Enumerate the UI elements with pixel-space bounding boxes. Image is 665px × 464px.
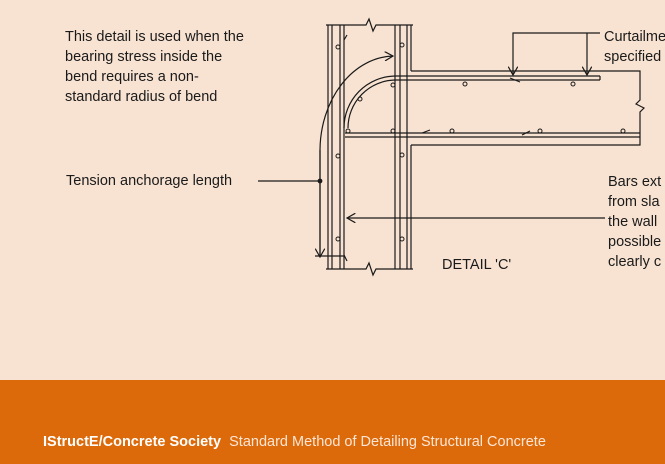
publication-title: Standard Method of Detailing Structural … xyxy=(229,434,546,450)
slab-bars xyxy=(343,75,640,138)
reinforcement-detail-drawing xyxy=(258,17,646,277)
tension-anchorage-dimension xyxy=(258,56,393,257)
footer-banner: IStructE/Concrete Society Standard Metho… xyxy=(0,380,665,464)
curtailment-leader xyxy=(513,32,600,75)
wall-bars xyxy=(339,25,401,269)
tension-anchorage-label: Tension anchorage length xyxy=(66,173,233,189)
slab-outline xyxy=(411,70,646,146)
bars-extend-note: Bars ext from sla the wall possible clea… xyxy=(608,174,662,270)
bend-note: This detail is used when the bearing str… xyxy=(65,29,244,105)
publisher-name: IStructE/Concrete Society xyxy=(43,434,222,450)
curtailment-note: Curtailment specified xyxy=(604,29,665,65)
footer-text: IStructE/Concrete Society Standard Metho… xyxy=(43,434,546,450)
detail-label: DETAIL 'C' xyxy=(442,257,512,273)
wall-outline xyxy=(326,17,413,277)
bar-sections xyxy=(335,42,626,242)
